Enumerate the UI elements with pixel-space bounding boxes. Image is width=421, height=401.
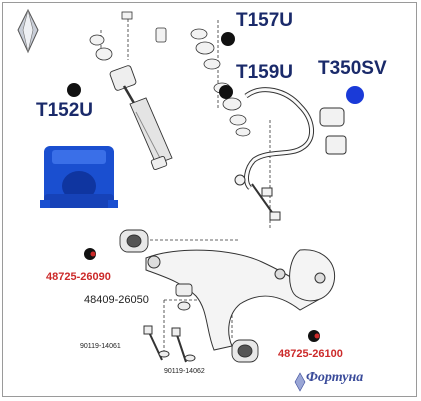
shock-absorber xyxy=(109,65,173,170)
part-number-bushing-upper: 48725-26090 xyxy=(46,271,111,283)
callout-dot-t159u xyxy=(219,85,233,99)
top-mount-hardware xyxy=(89,11,251,137)
callout-t350sv: T350SV xyxy=(318,58,387,79)
callout-t157u: T157U xyxy=(236,10,294,31)
cam-bolt xyxy=(175,283,193,311)
callout-dot-t157u xyxy=(221,32,235,46)
stabilizer-bushing xyxy=(40,146,118,208)
callout-t159u: T159U xyxy=(236,62,294,83)
callout-t152u: T152U xyxy=(36,100,94,121)
callout-dot-t350sv xyxy=(346,86,364,104)
callout-dot-bushing-lower xyxy=(308,330,320,342)
lower-control-arm xyxy=(145,249,336,351)
stabilizer-bar xyxy=(234,87,347,221)
brand-mark-icon xyxy=(294,372,306,392)
brand-logo-icon xyxy=(17,8,39,54)
part-number-bolt-a: 90119-14061 xyxy=(80,343,121,350)
arm-bushing-upper xyxy=(119,229,149,253)
part-number-bolt-b: 90119-14062 xyxy=(164,368,205,375)
callout-dot-bushing-upper xyxy=(84,248,96,260)
brand-name: Фортуна xyxy=(306,370,364,385)
callout-dot-t152u xyxy=(67,83,81,97)
part-number-bolt: 48409-26050 xyxy=(84,294,149,306)
arm-bushing-lower xyxy=(231,339,259,363)
bolts-set xyxy=(143,325,196,363)
part-number-bushing-lower: 48725-26100 xyxy=(278,348,343,360)
